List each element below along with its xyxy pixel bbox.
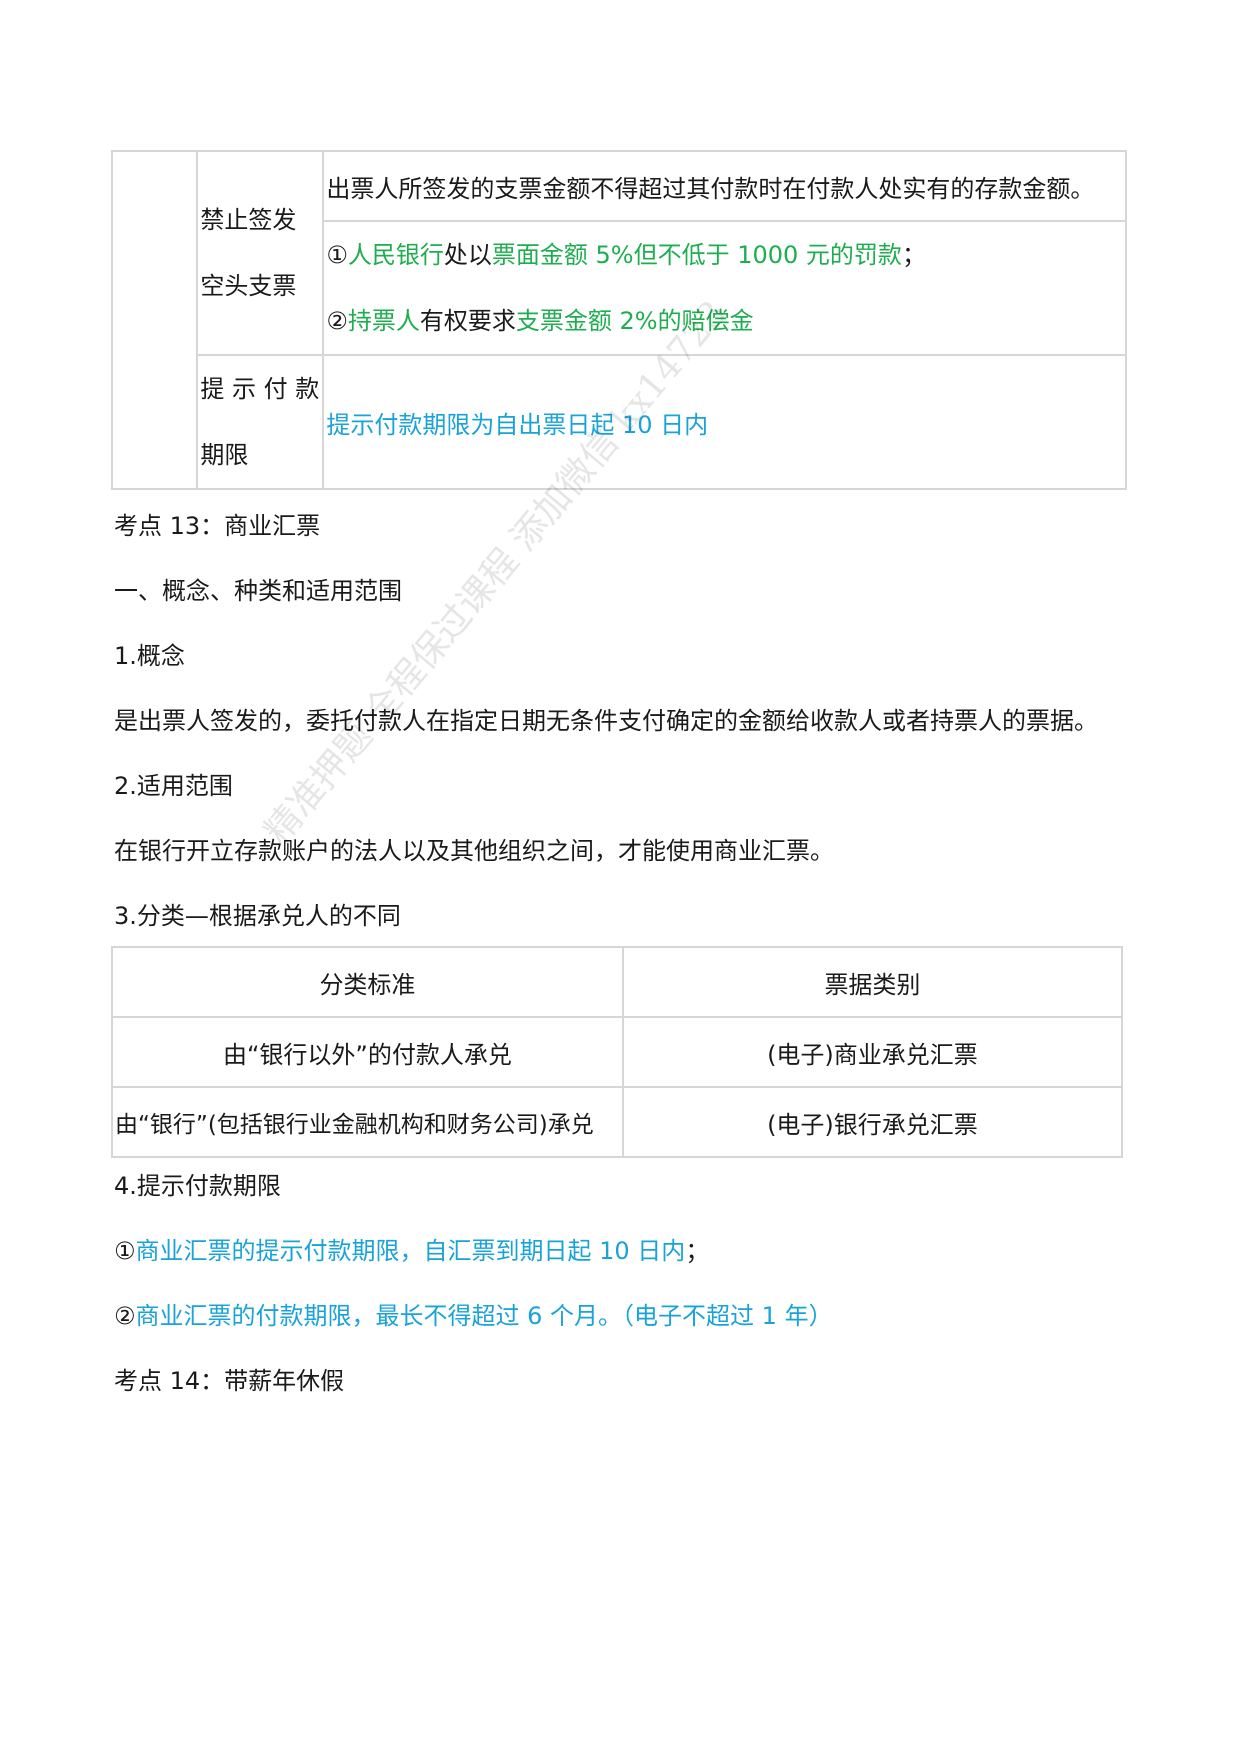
rule-text: 出票人所签发的支票金额不得超过其付款时在付款人处实有的存款金额。 (326, 174, 1095, 203)
presentment-rule-cell: 提示付款期限为自出票日起 10 日内 (322, 354, 1127, 490)
table-row: 由“银行以外”的付款人承兑 (电子)商业承兑汇票 (111, 1016, 1124, 1088)
heading-scope: 2.适用范围 (114, 772, 233, 800)
label-line: 期限 (200, 441, 249, 469)
table-header-row: 分类标准 票据类别 (111, 946, 1124, 1018)
header-criterion: 分类标准 (111, 946, 624, 1018)
classification-table: 分类标准 票据类别 由“银行以外”的付款人承兑 (电子)商业承兑汇票 由“银行”… (111, 946, 1124, 1158)
penalty-subject: 持票人 (347, 307, 420, 335)
heading-concept-types-scope: 一、概念、种类和适用范围 (114, 577, 402, 605)
penalty-amount: 票面金额 5%但不低于 1000 元的罚款 (491, 241, 902, 269)
table-row: 由“银行”(包括银行业金融机构和财务公司)承兑 (电子)银行承兑汇票 (111, 1086, 1124, 1158)
label-line: 空头支票 (200, 272, 297, 300)
section-title-14: 考点 14：带薪年休假 (114, 1367, 345, 1395)
period-item-text: 商业汇票的付款期限，最长不得超过 6 个月。（电子不超过 1 年） (135, 1302, 833, 1330)
header-bill-type: 票据类别 (621, 946, 1124, 1018)
penalty-verb: 有权要求 (419, 307, 516, 335)
penalty-subject: 人民银行 (347, 241, 444, 269)
label-line: 禁止签发 (200, 206, 297, 234)
bounced-check-label-cell: 禁止签发 空头支票 (196, 150, 325, 356)
period-item-2: ②商业汇票的付款期限，最长不得超过 6 个月。（电子不超过 1 年） (114, 1300, 833, 1332)
circled-number: ① (326, 241, 348, 269)
period-item-punct: ； (685, 1237, 710, 1265)
circled-number: ① (114, 1237, 136, 1265)
concept-text: 是出票人签发的，委托付款人在指定日期无条件支付确定的金额给收款人或者持票人的票据… (114, 707, 1098, 735)
penalty-line-1: ①人民银行处以票面金额 5%但不低于 1000 元的罚款； (326, 222, 1125, 288)
penalty-verb: 处以 (443, 241, 492, 269)
scope-text: 在银行开立存款账户的法人以及其他组织之间，才能使用商业汇票。 (114, 837, 834, 865)
heading-presentment-period: 4.提示付款期限 (114, 1172, 281, 1200)
heading-classification: 3.分类—根据承兑人的不同 (114, 902, 401, 930)
presentment-label-cell: 提 示 付 款 期限 (196, 354, 325, 490)
circled-number: ② (114, 1302, 136, 1330)
penalty-cell: ①人民银行处以票面金额 5%但不低于 1000 元的罚款； ②持票人有权要求支票… (322, 220, 1127, 356)
heading-concept: 1.概念 (114, 642, 185, 670)
bounced-check-rule-cell: 出票人所签发的支票金额不得超过其付款时在付款人处实有的存款金额。 (322, 150, 1127, 222)
bill-type-cell: (电子)银行承兑汇票 (621, 1086, 1124, 1158)
penalty-line-2: ②持票人有权要求支票金额 2%的赔偿金 (326, 288, 1125, 354)
label-line: 提 示 付 款 (200, 375, 320, 403)
criterion-cell: 由“银行以外”的付款人承兑 (111, 1016, 624, 1088)
bill-type-cell: (电子)商业承兑汇票 (621, 1016, 1124, 1088)
criterion-cell: 由“银行”(包括银行业金融机构和财务公司)承兑 (111, 1086, 624, 1158)
section-title-13: 考点 13：商业汇票 (114, 512, 321, 540)
presentment-text: 提示付款期限为自出票日起 10 日内 (326, 410, 709, 439)
empty-category-cell (110, 150, 199, 490)
circled-number: ② (326, 307, 348, 335)
check-rules-table: 禁止签发 空头支票 出票人所签发的支票金额不得超过其付款时在付款人处实有的存款金… (110, 150, 1127, 490)
period-item-1: ①商业汇票的提示付款期限，自汇票到期日起 10 日内； (114, 1235, 709, 1267)
penalty-punct: ； (901, 241, 926, 269)
period-item-text: 商业汇票的提示付款期限，自汇票到期日起 10 日内 (135, 1237, 686, 1265)
penalty-amount: 支票金额 2%的赔偿金 (515, 307, 754, 335)
